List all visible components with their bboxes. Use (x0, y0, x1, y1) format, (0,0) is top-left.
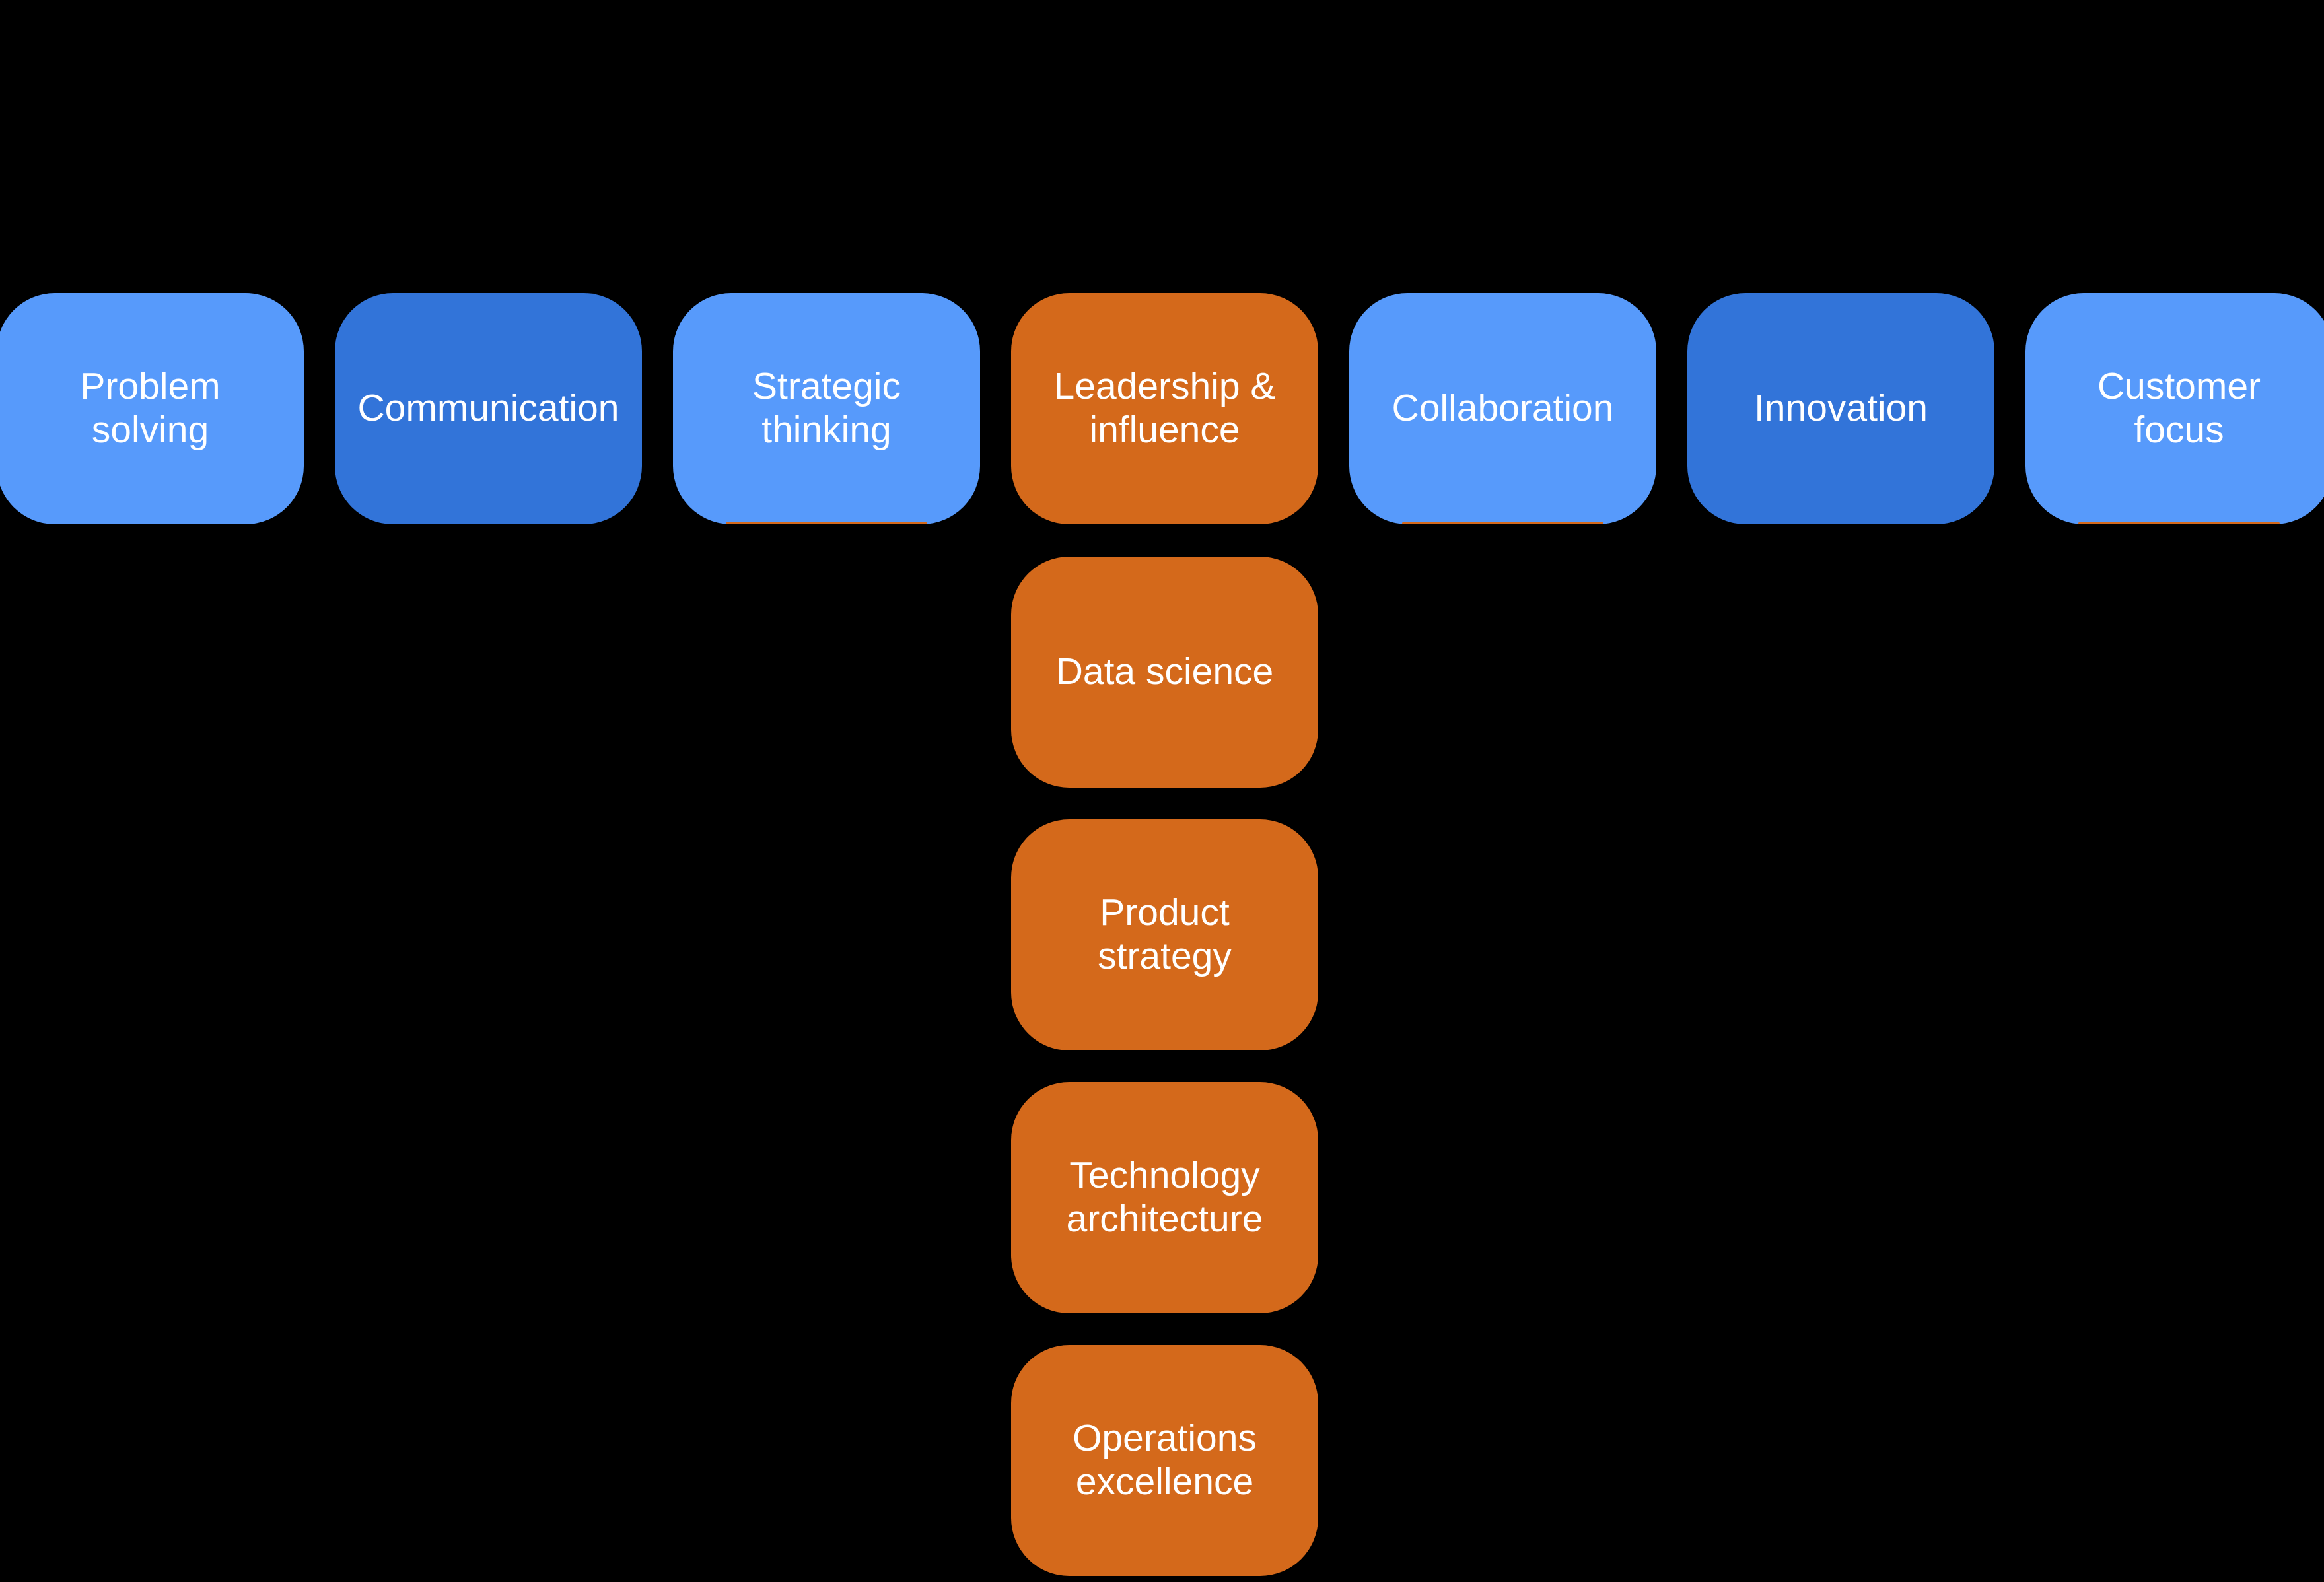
node-innovation: Innovation (1687, 293, 1994, 524)
node-label: Technology architecture (1066, 1154, 1263, 1240)
node-label: Problem solving (80, 365, 221, 451)
node-technology-architecture: Technology architecture (1011, 1082, 1318, 1313)
node-customer-focus: Customer focus (2025, 293, 2324, 524)
node-operations-excellence: Operations excellence (1011, 1345, 1318, 1576)
node-label: Innovation (1753, 387, 1928, 430)
node-communication: Communication (335, 293, 642, 524)
node-label: Product strategy (1098, 891, 1232, 977)
node-label: Collaboration (1391, 387, 1614, 430)
node-label: Communication (357, 387, 619, 430)
node-label: Data science (1055, 650, 1274, 693)
node-collaboration: Collaboration (1349, 293, 1656, 524)
node-label: Operations excellence (1073, 1417, 1257, 1503)
node-leadership-influence: Leadership & influence (1011, 293, 1318, 524)
node-label: Customer focus (2097, 365, 2261, 451)
node-product-strategy: Product strategy (1011, 819, 1318, 1050)
node-strategic-thinking: Strategic thinking (673, 293, 980, 524)
node-problem-solving: Problem solving (0, 293, 304, 524)
node-label: Strategic thinking (752, 365, 901, 451)
node-label: Leadership & influence (1053, 365, 1276, 451)
node-data-science: Data science (1011, 557, 1318, 788)
